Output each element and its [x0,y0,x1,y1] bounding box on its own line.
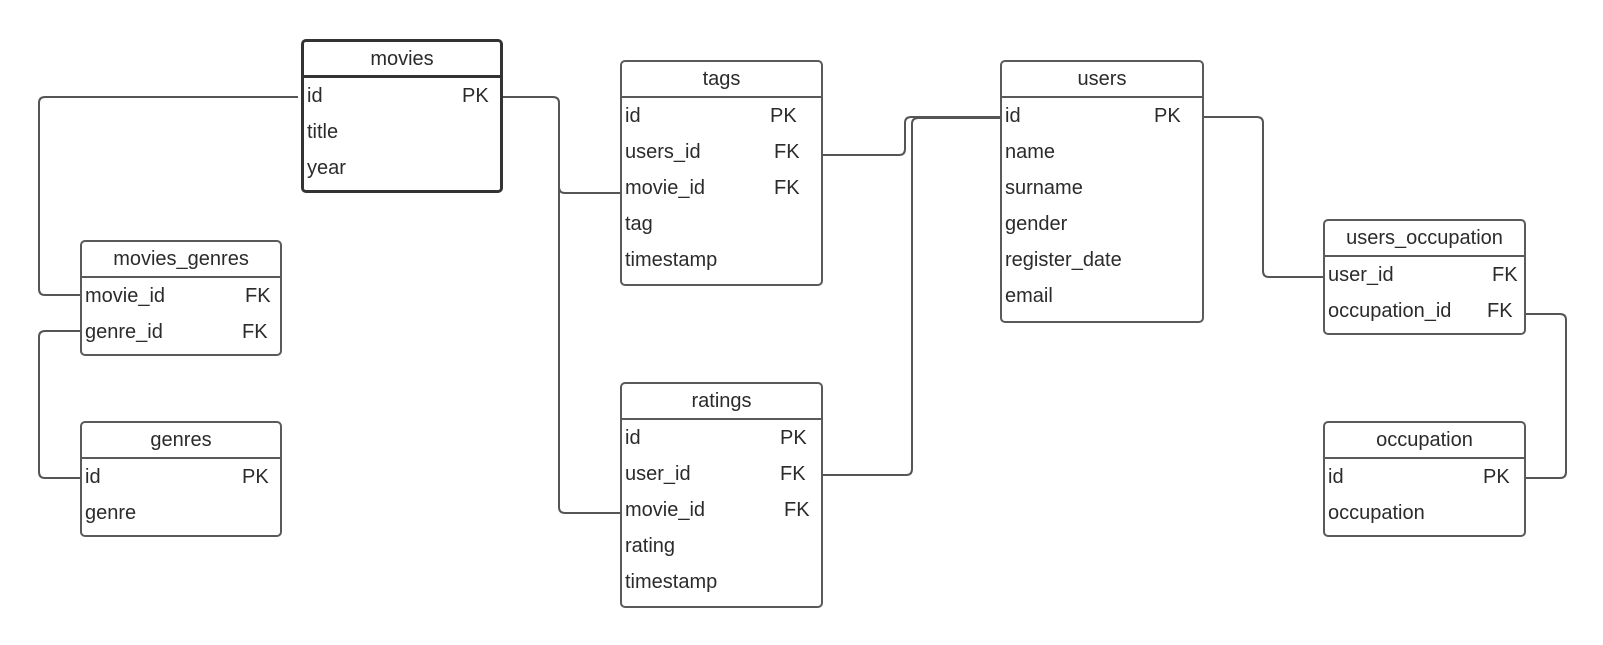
entity-movies: movies id PK title year [301,39,503,193]
connector-tags-users [823,116,1002,156]
entity-movies-title: movies [304,42,500,78]
entity-genres-title: genres [82,423,280,459]
entity-occupation-field: id PK [1325,459,1524,495]
entity-genres-field: id PK [82,459,280,495]
entity-users-field: gender [1002,206,1202,242]
field-name: register_date [1005,249,1122,271]
entity-genres: genres id PK genre [80,421,282,537]
entity-genres-field: genre [82,495,280,531]
field-name: rating [625,535,676,557]
entity-ratings-field: movie_id FK [622,492,821,528]
entity-users: users id PK name surname gender register… [1000,60,1204,323]
connector-movies-tags [502,96,623,194]
field-name: movie_id [85,285,166,307]
field-key: PK [1154,105,1181,127]
field-name: tag [625,213,653,235]
field-name: title [307,121,339,143]
field-name: gender [1005,213,1068,235]
field-name: id [85,466,101,488]
entity-users-field: name [1002,134,1202,170]
entity-tags-field: tag [622,206,821,242]
entity-users-occupation: users_occupation user_id FK occupation_i… [1323,219,1526,335]
connector-movies-ratings [558,187,623,514]
entity-users-field: email [1002,278,1202,314]
entity-users-occupation-field: user_id FK [1325,257,1524,293]
field-key: PK [462,85,489,107]
field-name: genre [85,502,137,524]
entity-tags-field: users_id FK [622,134,821,170]
field-name: users_id [625,141,701,163]
entity-users-field: id PK [1002,98,1202,134]
field-name: occupation_id [1328,300,1452,322]
entity-movies-genres: movies_genres movie_id FK genre_id FK [80,240,282,356]
entity-occupation-field: occupation [1325,495,1524,531]
entity-movies-field: id PK [304,78,500,114]
field-name: id [625,105,641,127]
entity-ratings-field: timestamp [622,564,821,600]
entity-ratings-field: rating [622,528,821,564]
entity-occupation: occupation id PK occupation [1323,421,1526,537]
entity-users-field: surname [1002,170,1202,206]
field-name: year [307,157,346,179]
connector-users-users-occupation [1204,116,1326,278]
field-key: FK [245,285,271,307]
entity-movies-field: title [304,114,500,150]
entity-tags-field: timestamp [622,242,821,278]
entity-movies-genres-field: movie_id FK [82,278,280,314]
field-name: timestamp [625,249,718,271]
field-key: PK [780,427,807,449]
entity-tags-title: tags [622,62,821,98]
entity-ratings: ratings id PK user_id FK movie_id FK rat… [620,382,823,608]
field-key: FK [774,141,800,163]
field-key: PK [1483,466,1510,488]
field-name: user_id [1328,264,1394,286]
entity-users-occupation-field: occupation_id FK [1325,293,1524,329]
field-key: FK [780,463,806,485]
connector-movies-genres-genres [38,330,83,479]
connector-movies-movies-genres [38,96,298,296]
entity-movies-field: year [304,150,500,186]
entity-users-title: users [1002,62,1202,98]
entity-occupation-title: occupation [1325,423,1524,459]
connector-users-occupation-occupation [1525,313,1567,479]
entity-tags: tags id PK users_id FK movie_id FK tag t… [620,60,823,286]
field-name: surname [1005,177,1083,199]
field-name: id [1005,105,1021,127]
entity-ratings-title: ratings [622,384,821,420]
entity-movies-genres-field: genre_id FK [82,314,280,350]
entity-users-occupation-title: users_occupation [1325,221,1524,257]
field-name: genre_id [85,321,163,343]
field-name: movie_id [625,499,706,521]
field-key: FK [242,321,268,343]
field-name: id [307,85,323,107]
field-key: PK [770,105,797,127]
field-name: occupation [1328,502,1425,524]
entity-movies-genres-title: movies_genres [82,242,280,278]
entity-ratings-field: user_id FK [622,456,821,492]
field-name: name [1005,141,1056,163]
field-name: id [625,427,641,449]
entity-tags-field: movie_id FK [622,170,821,206]
field-name: user_id [625,463,691,485]
entity-ratings-field: id PK [622,420,821,456]
field-key: FK [1487,300,1513,322]
field-name: timestamp [625,571,718,593]
entity-users-field: register_date [1002,242,1202,278]
entity-tags-field: id PK [622,98,821,134]
field-name: id [1328,466,1344,488]
connector-ratings-users [823,117,1002,476]
field-key: FK [784,499,810,521]
field-name: movie_id [625,177,706,199]
field-name: email [1005,285,1053,307]
field-key: FK [774,177,800,199]
field-key: PK [242,466,269,488]
field-key: FK [1492,264,1518,286]
